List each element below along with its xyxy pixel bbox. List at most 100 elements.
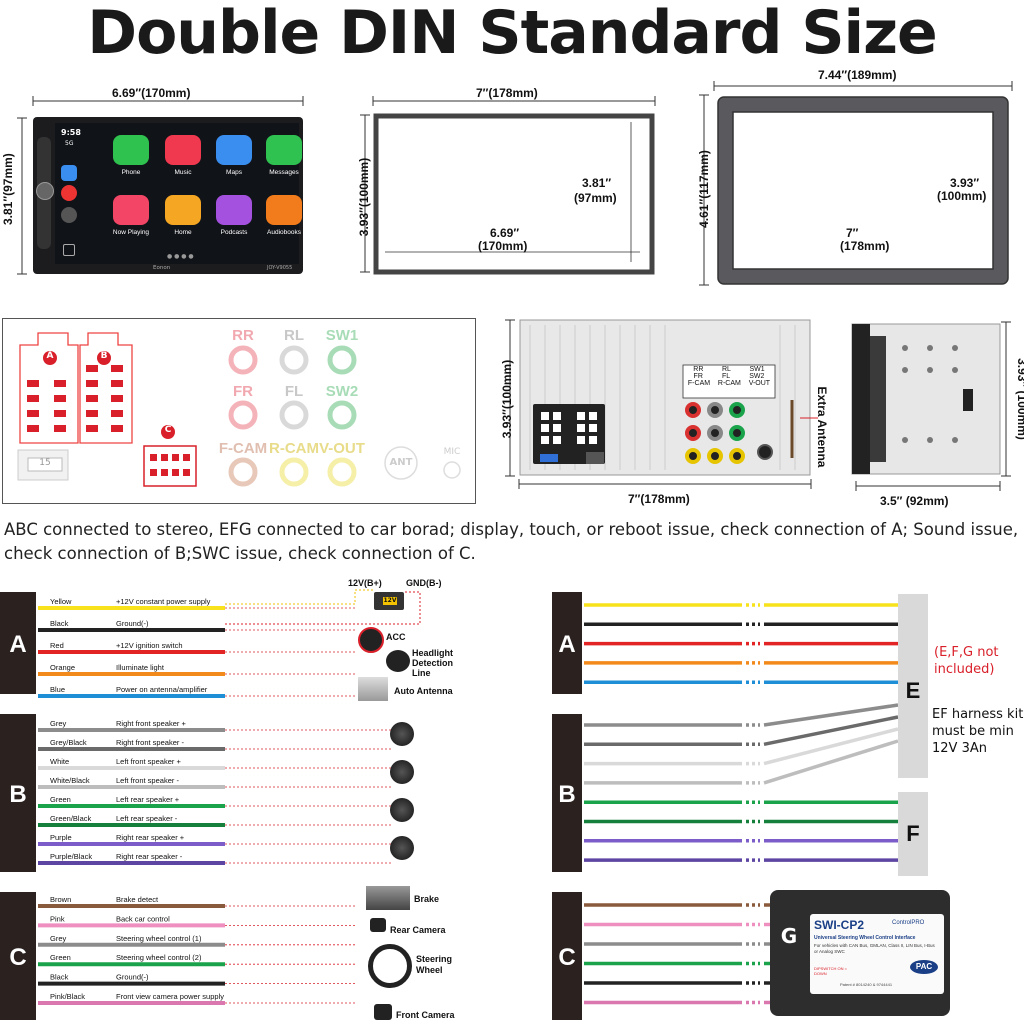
volume-knob[interactable] [36, 182, 54, 200]
rear-rr: RR [693, 366, 704, 373]
side-depth-label: 3.5″ (92mm) [880, 494, 949, 508]
brake-label: Brake [414, 894, 440, 904]
rear-vout: V-OUT [748, 380, 771, 387]
dashboard-icon[interactable] [63, 244, 75, 256]
wire-function-label: Ground(-) [116, 619, 149, 628]
wire-function-label: Right rear speaker - [116, 852, 183, 861]
left-block-b [0, 714, 36, 872]
podcast-mini-icon[interactable] [61, 207, 77, 223]
app-icon-now-playing[interactable] [113, 195, 149, 225]
unit-width-label: 6.69″(170mm) [112, 86, 191, 100]
right-block-letter: C [558, 944, 575, 971]
maps-mini-icon[interactable] [61, 165, 77, 181]
wire-color-label: Green [50, 953, 71, 962]
app-icon-podcasts[interactable] [216, 195, 252, 225]
ef-harness-note: EF harness kit must be min 12V 3An [932, 707, 1024, 756]
rear-rl: RL [721, 366, 731, 373]
wire-function-label: Right rear speaker + [116, 833, 185, 842]
rear-camera-icon [370, 918, 386, 932]
app-icon-maps[interactable] [216, 135, 252, 165]
right-wire-end [763, 727, 899, 766]
headlight-icon [386, 650, 410, 672]
wire-function-label: Illuminate light [116, 663, 165, 672]
port-rr: RR [232, 327, 254, 344]
steering-wheel-icon [368, 944, 412, 988]
block-e-letter: E [906, 678, 921, 703]
module-desc: For vehicles with CAN Bus, GMLAN, Class … [814, 943, 935, 954]
wire-color-label: Grey [50, 719, 67, 728]
wire-color-label: Green [50, 795, 71, 804]
speaker-icon-4 [390, 836, 414, 860]
block-f [898, 792, 928, 876]
module-subtitle: Universal Steering Wheel Control Interfa… [814, 935, 916, 941]
radio-mini-icon[interactable] [61, 185, 77, 201]
steering-wheel-label: Steering Wheel [416, 954, 453, 975]
rear-width-label: 7″(178mm) [628, 492, 690, 506]
right-wire-end [763, 739, 899, 785]
wire-color-label: Pink/Black [50, 992, 85, 1001]
wire-function-label: Front view camera power supply [116, 992, 224, 1001]
app-icon-music[interactable] [165, 135, 201, 165]
rear-sw1: SW1 [749, 366, 765, 373]
app-icon-messages[interactable] [266, 135, 302, 165]
right-wire-end [763, 715, 899, 747]
wire-color-label: White/Black [50, 776, 90, 785]
model-label: JOY-V9055 [267, 265, 293, 271]
wire-color-label: Black [50, 973, 69, 982]
battery-plus-wire [225, 589, 374, 605]
connector-a-badge: A [46, 351, 54, 361]
wire-color-label: White [50, 757, 69, 766]
block-f-letter: F [906, 821, 919, 846]
acc-key-icon [358, 627, 384, 653]
app-label: Messages [269, 169, 299, 176]
app-icon-home[interactable] [165, 195, 201, 225]
connection-description: ABC connected to stereo, EFG connected t… [4, 520, 1019, 563]
wire-function-label: Brake detect [116, 895, 159, 904]
battery-gnd-label: GND(B-) [406, 578, 442, 588]
app-label: Phone [121, 169, 141, 176]
wire-color-label: Purple/Black [50, 852, 92, 861]
speaker-icon-1 [390, 722, 414, 746]
app-label: Now Playing [112, 229, 150, 236]
port-ant: ANT [389, 457, 413, 468]
wire-function-label: Left front speaker - [116, 776, 179, 785]
wire-function-label: Back car control [116, 914, 170, 923]
front-camera-icon [374, 1004, 392, 1020]
module-label-card: SWI-CP2 ControlPRO Universal Steering Wh… [810, 914, 944, 994]
wire-color-label: Grey [50, 934, 67, 943]
wire-color-label: Red [50, 641, 64, 650]
signal-indicator: 5G [65, 140, 74, 147]
wire-function-label: Power on antenna/amplifier [116, 685, 208, 694]
app-label: Home [174, 229, 192, 236]
module-brand: ControlPRO [892, 920, 925, 926]
rear-fr: FR [693, 373, 703, 380]
dimension-lines [17, 81, 1013, 286]
right-block-letter: A [558, 631, 575, 658]
battery-icon: 12V [374, 592, 404, 610]
headlight-label: Headlight Detection Line [412, 648, 454, 678]
app-label: Maps [226, 169, 242, 176]
port-fl: FL [284, 383, 304, 400]
port-fcam: F-CAM [218, 440, 268, 457]
app-icon-audiobooks[interactable] [266, 195, 302, 225]
rear-fl: FL [721, 373, 731, 380]
connector-b-badge: B [100, 351, 108, 361]
wire-color-label: Brown [50, 895, 71, 904]
page-dots: ● ● ● ● [167, 253, 194, 260]
left-block-letter: B [9, 781, 26, 808]
right-block-b [552, 714, 582, 872]
wire-function-label: Left rear speaker + [116, 795, 180, 804]
port-mic: MIC [443, 447, 461, 457]
wire-function-label: Right front speaker - [116, 738, 184, 747]
clock: 9:58 [61, 128, 81, 137]
frame-inner-h-mm: (100mm) [937, 189, 987, 203]
app-label: Music [174, 169, 192, 176]
rear-rcam: R-CAM [717, 380, 741, 387]
wire-function-label: Steering wheel control (1) [116, 934, 202, 943]
port-rcam: R-CAM [269, 440, 319, 457]
wire-function-label: +12V constant power supply [116, 597, 211, 606]
wire-color-label: Blue [50, 685, 65, 694]
connector-c-badge: C [164, 425, 172, 435]
app-icon-phone[interactable] [113, 135, 149, 165]
right-block-letter: B [558, 781, 575, 808]
